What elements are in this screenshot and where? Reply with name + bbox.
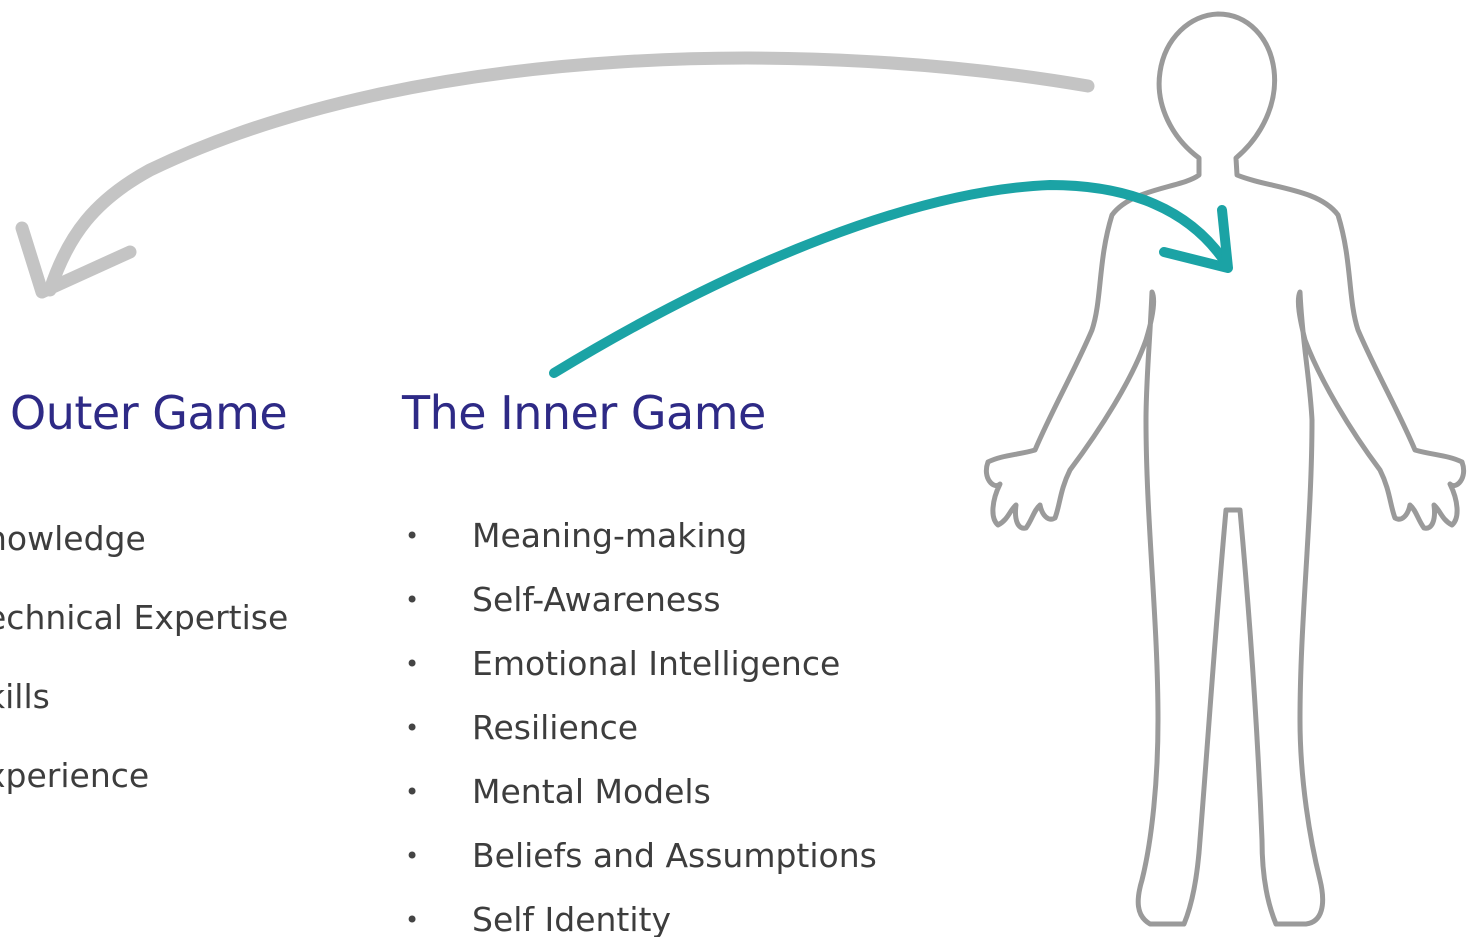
- curved-arrow-right-icon: [549, 180, 1233, 378]
- outer-game-title: Outer Game: [10, 386, 288, 440]
- outer-game-item-knowledge: nowledge: [0, 519, 146, 558]
- outer-game-item-skills: kills: [0, 677, 50, 716]
- inner-game-item-self-awareness: Self-Awareness: [472, 580, 721, 619]
- bullet-icon: •: [405, 522, 420, 550]
- inner-game-item-self-identity: Self Identity: [472, 900, 671, 937]
- outer-game-list: nowledge echnical Expertise kills xperie…: [0, 519, 288, 835]
- human-figure-outline-icon: [984, 11, 1466, 927]
- bullet-icon: •: [405, 842, 420, 870]
- curved-arrow-left-icon: [15, 51, 1095, 299]
- inner-game-item-beliefs-and-assumptions: Beliefs and Assumptions: [472, 836, 877, 875]
- bullet-icon: •: [405, 714, 420, 742]
- bullet-icon: •: [405, 650, 420, 678]
- outer-game-item-technical-expertise: echnical Expertise: [0, 598, 289, 637]
- inner-game-item-resilience: Resilience: [472, 708, 639, 747]
- inner-game-title: The Inner Game: [402, 386, 766, 440]
- inner-game-item-mental-models: Mental Models: [472, 772, 711, 811]
- bullet-icon: •: [405, 778, 420, 806]
- bullet-icon: •: [405, 586, 420, 614]
- outer-game-item-experience: xperience: [0, 756, 150, 795]
- inner-game-item-meaning-making: Meaning-making: [472, 516, 748, 555]
- inner-game-item-emotional-intelligence: Emotional Intelligence: [472, 644, 841, 683]
- bullet-icon: •: [405, 906, 420, 934]
